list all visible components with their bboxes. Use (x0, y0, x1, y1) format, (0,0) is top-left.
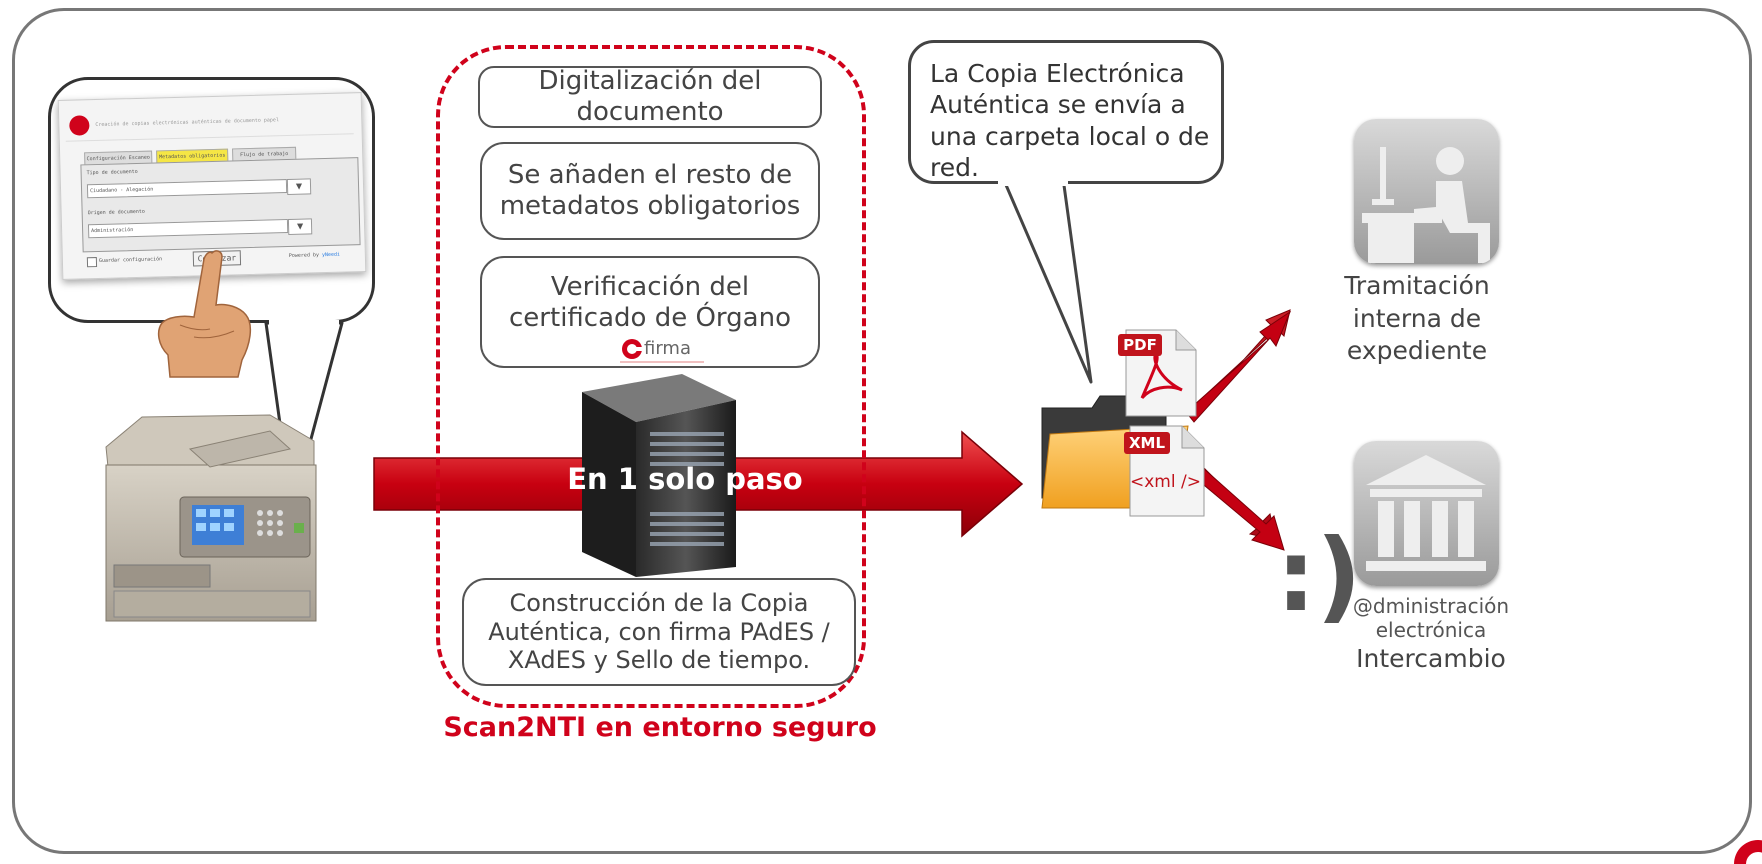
pointing-hand-icon (157, 250, 252, 378)
chevron-down-icon[interactable]: ▼ (287, 218, 313, 236)
government-building-icon (1366, 455, 1486, 571)
intercambio-label: Intercambio (1356, 644, 1506, 673)
server-icon (582, 374, 736, 577)
secure-zone-caption: Scan2NTI en entorno seguro (443, 712, 877, 743)
step-digitalizacion: Digitalización del documento (478, 66, 822, 128)
printer-device (105, 414, 317, 622)
step-verificacion-text: Verificación del certificado de Órgano (509, 272, 791, 334)
admin-logo-line2: electrónica (1375, 618, 1487, 642)
step-construccion: Construcción de la Copia Auténtica, con … (462, 578, 856, 686)
arrow-label: En 1 solo paso (567, 462, 803, 496)
app-header: Creación de copias electrónicas auténtic… (95, 117, 280, 129)
tramitacion-label: Tramitación interna de expediente (1344, 271, 1490, 365)
app-logo (69, 115, 90, 136)
smiley-logo: :) (1276, 517, 1362, 634)
pdf-badge: PDF (1118, 334, 1162, 356)
outer-frame (12, 8, 1752, 854)
powered-by: Powered by yNeedi (288, 251, 341, 260)
xml-badge: XML (1124, 432, 1170, 454)
worker-desk-icon (1362, 147, 1490, 263)
xml-code: <xml /> (1130, 472, 1201, 492)
tramitacion-tile (1354, 119, 1499, 264)
step-metadatos: Se añaden el resto de metadatos obligato… (480, 142, 820, 240)
output-callout-text: La Copia Electrónica Auténtica se envía … (930, 59, 1210, 182)
save-config-checkbox[interactable] (86, 257, 98, 268)
output-callout (908, 40, 1224, 184)
admin-logo-line1: @dministración (1352, 594, 1510, 618)
chevron-down-icon[interactable]: ▼ (286, 178, 312, 196)
afirma-logo: firma (620, 337, 704, 363)
admin-tile (1354, 441, 1499, 586)
corner-logo-icon (1734, 840, 1762, 864)
step-verificacion: Verificación del certificado de Órgano (480, 256, 820, 368)
afirma-at-icon (622, 339, 642, 359)
secure-zone-border (436, 45, 866, 708)
